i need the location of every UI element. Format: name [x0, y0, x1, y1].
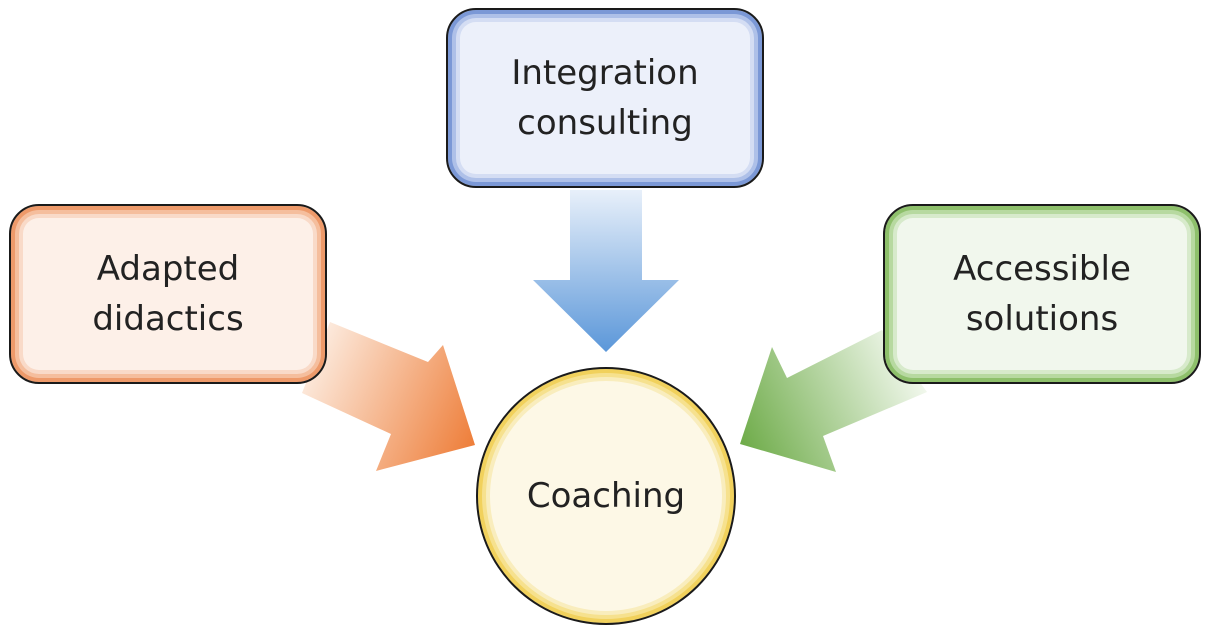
accessible-solutions-label-line1: Accessible: [953, 249, 1131, 289]
coaching-label: Coaching: [526, 476, 686, 516]
accessible-solutions-label-line2: solutions: [965, 299, 1119, 339]
coaching-circle: Coaching: [476, 367, 736, 625]
adapted-didactics-label-line2: didactics: [92, 299, 244, 339]
integration-consulting-box: Integration consulting: [446, 8, 764, 188]
adapted-didactics-label-line1: Adapted: [96, 249, 240, 289]
adapted-didactics-box: Adapted didactics: [9, 204, 327, 384]
arrow-right-orange: [302, 322, 475, 471]
integration-consulting-label-line2: consulting: [517, 103, 693, 143]
arrow-left-green: [740, 330, 927, 472]
arrow-down-blue: [533, 190, 679, 352]
accessible-solutions-box: Accessible solutions: [883, 204, 1201, 384]
integration-consulting-label-line1: Integration: [511, 53, 699, 93]
